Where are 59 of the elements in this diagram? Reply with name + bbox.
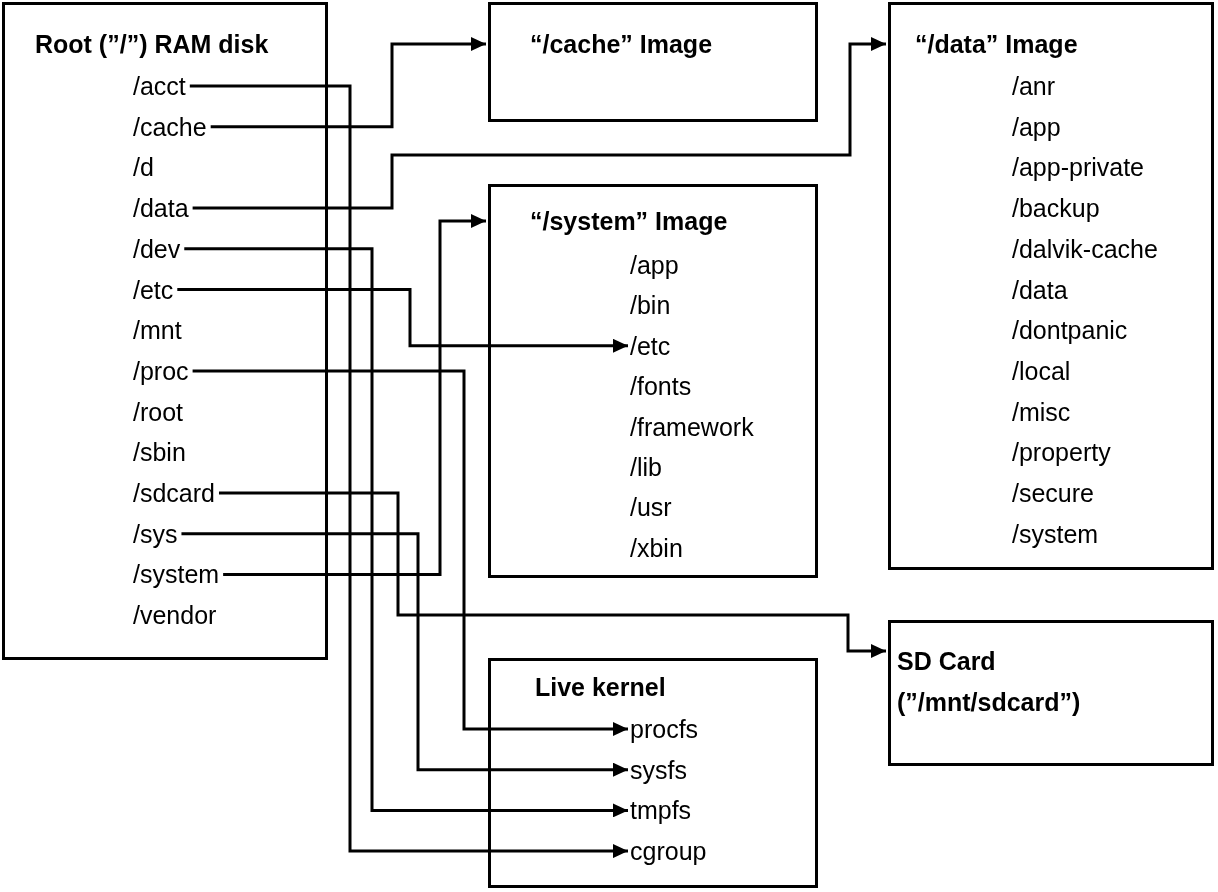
directory-label: /etc <box>630 331 671 360</box>
directory-label: /lib <box>630 453 662 481</box>
directory-label: /backup <box>1012 194 1100 223</box>
directory-label: /root <box>133 397 184 426</box>
directory-label: /sdcard <box>133 479 215 507</box>
directory-box <box>488 658 818 888</box>
directory-label: /acct <box>133 72 186 100</box>
directory-label: /local <box>1012 356 1071 385</box>
directory-label: /data <box>133 194 189 223</box>
directory-label: /vendor <box>133 601 217 630</box>
directory-label: /app <box>1012 112 1061 141</box>
directory-label: /app-private <box>1012 153 1145 182</box>
box-heading: “/cache” Image <box>530 29 713 60</box>
directory-label: /anr <box>1012 72 1056 100</box>
directory-box <box>488 184 818 578</box>
directory-label: /d <box>133 153 154 182</box>
directory-label: /app <box>630 251 679 279</box>
box-heading: Root (”/”) RAM disk <box>35 29 269 60</box>
box-heading: SD Card (”/mnt/sdcard”) <box>897 646 1082 718</box>
directory-label: /dontpanic <box>1012 316 1128 345</box>
directory-label: /property <box>1012 438 1111 467</box>
box-heading: Live kernel <box>535 672 666 703</box>
directory-label: /system <box>133 560 220 589</box>
directory-label: /bin <box>630 291 671 320</box>
directory-label: /sys <box>133 519 178 548</box>
directory-label: /cache <box>133 112 207 141</box>
directory-box <box>2 2 328 660</box>
directory-label: /mnt <box>133 316 182 345</box>
connector-arrow <box>210 37 486 129</box>
directory-box <box>888 620 1214 766</box>
directory-label: /sbin <box>133 438 186 467</box>
directory-label: procfs <box>630 715 699 743</box>
directory-label: /data <box>1012 275 1068 304</box>
directory-label: /misc <box>1012 397 1071 426</box>
directory-label: sysfs <box>630 755 687 784</box>
directory-label: /etc <box>133 275 174 304</box>
directory-box <box>888 2 1214 570</box>
directory-label: cgroup <box>630 837 707 866</box>
connector-arrow <box>223 214 486 576</box>
directory-label: tmpfs <box>630 796 692 825</box>
connector-arrow <box>219 491 886 658</box>
directory-label: /xbin <box>630 533 683 562</box>
directory-label: /proc <box>133 356 189 385</box>
directory-label: /dev <box>133 234 181 263</box>
directory-label: /fonts <box>630 372 692 401</box>
connector-arrow <box>184 247 628 818</box>
directory-box <box>488 2 818 122</box>
connector-arrow <box>192 37 886 210</box>
directory-label: /usr <box>630 493 672 522</box>
directory-label: /system <box>1012 519 1099 548</box>
box-heading: “/system” Image <box>530 206 728 237</box>
connector-arrow <box>189 84 628 859</box>
directory-label: /framework <box>630 412 754 441</box>
connector-arrow <box>177 288 628 353</box>
connector-arrow <box>192 369 628 736</box>
directory-label: /secure <box>1012 479 1094 507</box>
connector-arrow <box>181 532 628 777</box>
box-heading: “/data” Image <box>915 29 1078 60</box>
directory-label: /dalvik-cache <box>1012 234 1158 263</box>
